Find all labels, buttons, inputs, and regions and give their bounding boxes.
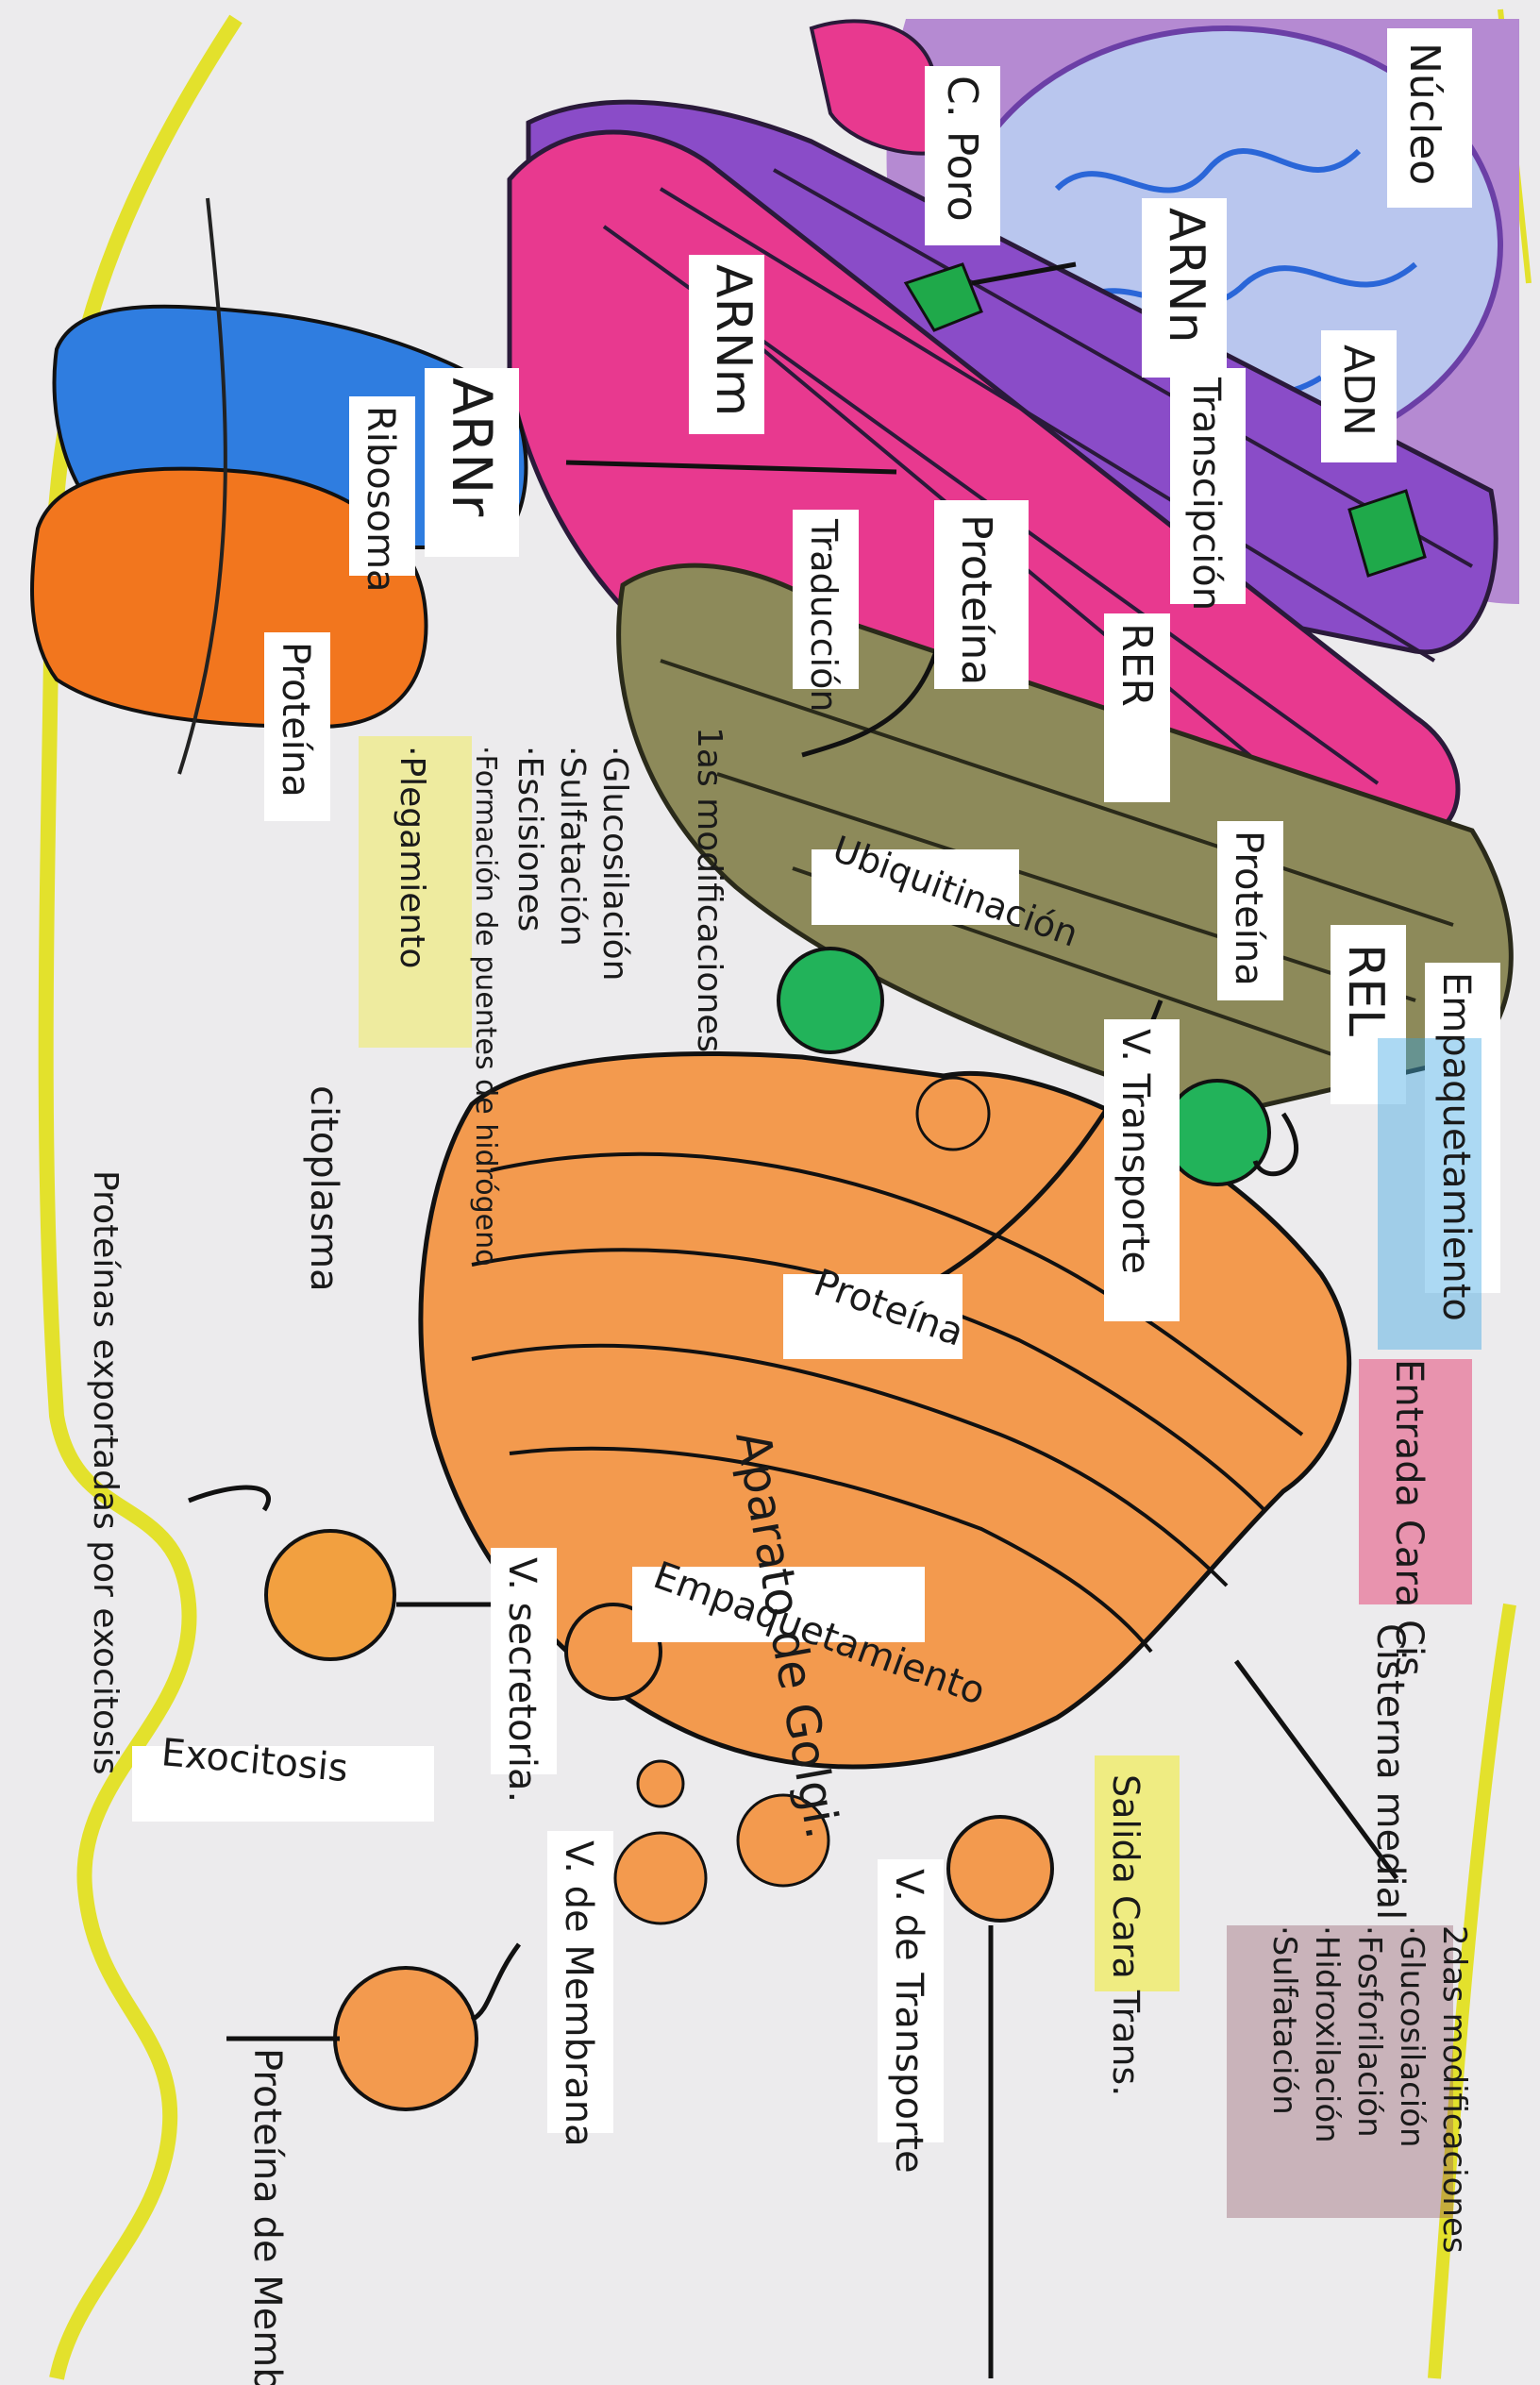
vesicle-membrane-small: [615, 1833, 706, 1923]
label-arn-m: ARNm: [705, 264, 762, 416]
vesicle-tiny: [638, 1761, 683, 1806]
vesicle-green-1: [778, 949, 882, 1052]
mods-second-item: ·Glucosilación: [1393, 1925, 1431, 2148]
label-proteina-membrana: Proteína de Membrana: [245, 2048, 289, 2385]
label-arn-n: ARNn: [1158, 208, 1214, 344]
vesicle-golgi-bud: [917, 1078, 989, 1150]
mods-first-item: ·Plegamiento: [393, 746, 431, 968]
vesicle-transport: [948, 1817, 1052, 1921]
mods-first-item: ·Sulfatación: [553, 746, 592, 947]
label-citoplasma: citoplasma: [302, 1085, 345, 1292]
mods-second-item: ·Sulfatación: [1265, 1925, 1303, 2115]
label-v-secretoria: V. secretoria.: [500, 1557, 544, 1803]
mods-first-title: 1as modificaciones: [690, 727, 728, 1052]
label-rel: REL: [1337, 944, 1394, 1036]
label-proteinas-exportadas: Proteínas exportadas por exocitosis: [86, 1170, 125, 1775]
label-cisterna-medial: Cisterna medial: [1368, 1623, 1412, 1920]
mods-first-item: ·Formación de puentes de hidrógeno: [469, 746, 502, 1267]
label-transcripcion: Transcipción: [1184, 377, 1228, 611]
label-empaquetamiento-top: Empaquetamiento: [1434, 972, 1478, 1321]
vesicle-green-2: [1165, 1081, 1269, 1184]
vesicle-membrane-large: [335, 1968, 477, 2109]
label-proteina-ribosoma: Proteína: [274, 642, 317, 798]
mods-first-item: ·Escisiones: [511, 746, 549, 932]
label-nucleus: Núcleo: [1400, 42, 1448, 185]
label-nuclear-pore: C. Poro: [938, 76, 986, 222]
mods-second-item: ·Fosforilación: [1350, 1925, 1388, 2138]
label-traduccion: Traducción: [803, 518, 845, 712]
mods-second-item: ·Hidroxilación: [1308, 1925, 1346, 2143]
label-adn: ADN: [1334, 344, 1382, 436]
mods-second-title: 2das modificaciones: [1435, 1925, 1473, 2254]
label-ribosoma: Ribosoma: [359, 406, 402, 593]
mods-first-item: ·Glucosilación: [595, 746, 634, 981]
label-v-transporte-top: V. Transporte: [1113, 1029, 1157, 1274]
vesicle-secretory-large: [266, 1531, 394, 1659]
label-proteina-rer: Proteína: [952, 514, 1000, 685]
label-arn-r: ARNr: [440, 378, 504, 516]
label-v-de-transporte: V. de Transporte: [887, 1869, 930, 2174]
label-proteina-rel: Proteína: [1227, 831, 1270, 986]
label-salida-cara-trans: Salida Cara Trans.: [1105, 1774, 1147, 2096]
label-v-membrana: V. de Membrana: [557, 1840, 600, 2147]
label-rer: RER: [1113, 623, 1161, 707]
